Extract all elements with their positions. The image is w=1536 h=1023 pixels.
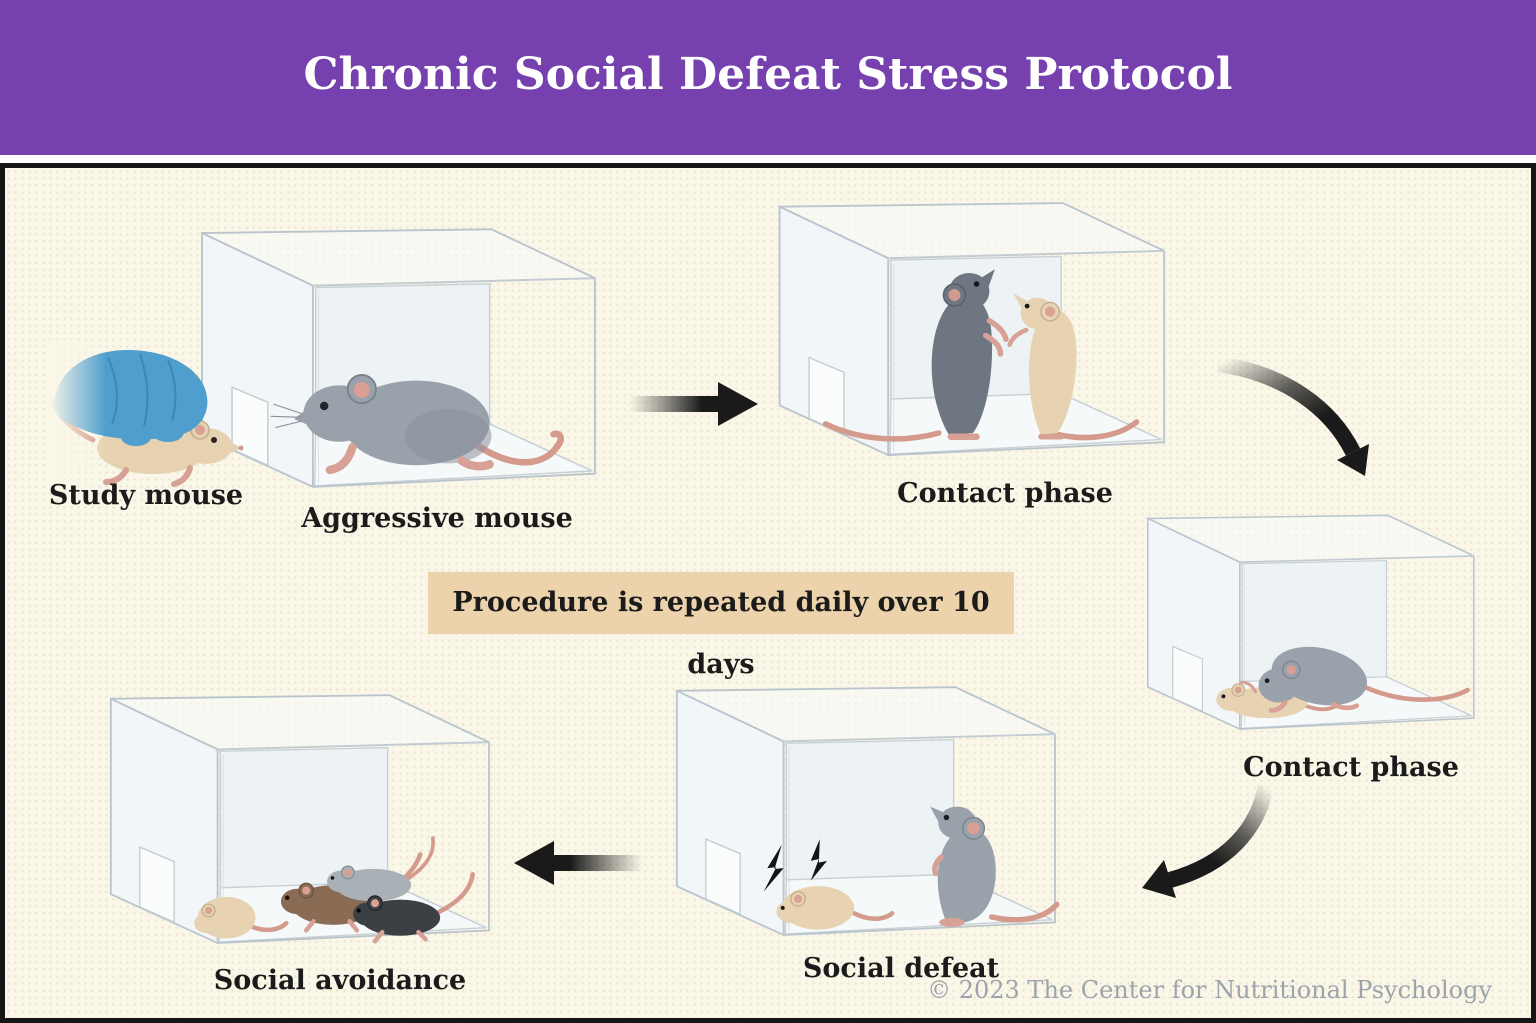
curved-arrow-left-icon (1142, 784, 1274, 898)
contact-phase-1-cage-illustration (778, 202, 1166, 457)
aggressive-mouse-figure (270, 374, 564, 475)
flow-arrow-right-icon (630, 382, 758, 426)
social-avoidance-cage-illustration (109, 694, 490, 944)
stress-bolt-icons (763, 839, 828, 892)
flow-arrow-left-icon (514, 841, 642, 885)
avoidant-cream-mouse-figure (194, 896, 289, 939)
study-mouse-label: Study mouse (48, 480, 244, 511)
copyright-text: © 2023 The Center for Nutritional Psycho… (927, 976, 1492, 1004)
header-banner: Chronic Social Defeat Stress Protocol (0, 0, 1536, 155)
repeat-note: Procedure is repeated daily over 10 days (428, 572, 1014, 680)
aggressive-mouse-label: Aggressive mouse (301, 503, 573, 534)
page-title: Chronic Social Defeat Stress Protocol (303, 49, 1233, 100)
rearing-dark-mouse-figure (822, 269, 1009, 442)
contact-phase-1-label: Contact phase (897, 478, 1113, 509)
curved-arrow-down-icon (1217, 356, 1369, 476)
contact-phase-2-cage-illustration (1146, 514, 1475, 730)
repeat-note-text: Procedure is repeated daily over 10 days (452, 587, 990, 680)
light-gray-mouse-figure (327, 836, 435, 902)
social-defeat-cage-illustration (675, 686, 1060, 936)
defeated-cream-mouse-figure (776, 886, 895, 930)
intro-cage-illustration (201, 228, 596, 488)
rearing-cream-mouse-figure (1007, 293, 1140, 441)
contact-phase-2-label: Contact phase (1243, 752, 1459, 783)
social-avoidance-label: Social avoidance (213, 965, 467, 996)
mouse-tail (474, 430, 564, 466)
study-mouse-illustration (48, 340, 244, 490)
sitting-gray-mouse-figure (930, 806, 1060, 927)
social-defeat-label: Social defeat (802, 953, 1000, 984)
black-mouse-figure (353, 872, 475, 944)
pinning-gray-mouse-figure (1258, 646, 1470, 713)
